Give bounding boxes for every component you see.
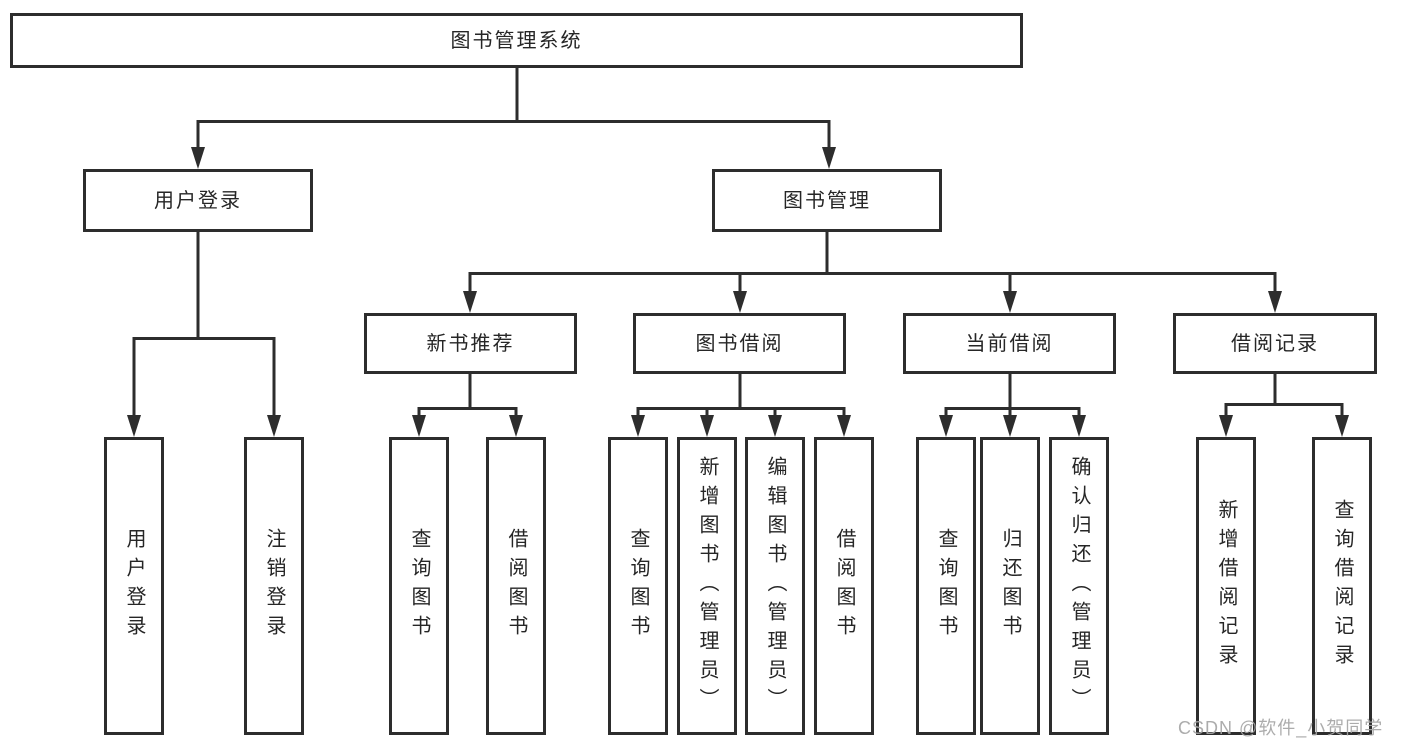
leaf-current-return-book: 归还图书 bbox=[980, 437, 1040, 735]
leaf-recommend-query-book-label: 查询图书 bbox=[408, 528, 430, 644]
connector-borrow-record-children bbox=[1224, 374, 1344, 428]
leaf-logout: 注销登录 bbox=[244, 437, 304, 735]
connector-user-login-children bbox=[132, 232, 276, 428]
leaf-borrow-query-book-label: 查询图书 bbox=[627, 528, 649, 644]
node-root-label: 图书管理系统 bbox=[450, 29, 583, 52]
leaf-borrow-edit-book-admin-label: 编辑图书（管理员） bbox=[764, 455, 786, 717]
node-root-system: 图书管理系统 bbox=[10, 13, 1023, 68]
arrowhead-rec-query bbox=[412, 415, 426, 437]
leaf-user-login: 用户登录 bbox=[104, 437, 164, 735]
leaf-borrow-edit-book-admin: 编辑图书（管理员） bbox=[745, 437, 805, 735]
connector-new-book-recommend-children bbox=[417, 374, 518, 428]
arrowhead-bb-add bbox=[700, 415, 714, 437]
connector-book-borrow-children bbox=[636, 374, 846, 428]
arrowhead-cb-query bbox=[939, 415, 953, 437]
leaf-logout-label: 注销登录 bbox=[263, 528, 285, 644]
arrowhead-bb-edit bbox=[768, 415, 782, 437]
arrowhead-current-borrow bbox=[1003, 291, 1017, 313]
leaf-borrow-add-book-admin-label: 新增图书（管理员） bbox=[696, 455, 718, 717]
leaf-recommend-borrow-book-label: 借阅图书 bbox=[505, 528, 527, 644]
node-current-borrow: 当前借阅 bbox=[903, 313, 1116, 374]
leaf-recommend-query-book: 查询图书 bbox=[389, 437, 449, 735]
leaf-record-add: 新增借阅记录 bbox=[1196, 437, 1256, 735]
arrowhead-book-management bbox=[822, 147, 836, 169]
csdn-watermark: CSDN @软件_小贺同学 bbox=[1178, 718, 1384, 738]
leaf-borrow-query-book: 查询图书 bbox=[608, 437, 668, 735]
node-borrow-record-label: 借阅记录 bbox=[1231, 332, 1319, 355]
leaf-current-confirm-return-admin: 确认归还（管理员） bbox=[1049, 437, 1109, 735]
leaf-borrow-add-book-admin: 新增图书（管理员） bbox=[677, 437, 737, 735]
leaf-record-query-label: 查询借阅记录 bbox=[1331, 499, 1353, 673]
node-book-borrow-label: 图书借阅 bbox=[695, 332, 784, 355]
arrowhead-br-add bbox=[1219, 415, 1233, 437]
node-new-book-recommend: 新书推荐 bbox=[364, 313, 577, 374]
connector-root-to-level2 bbox=[196, 68, 831, 160]
node-book-management: 图书管理 bbox=[712, 169, 942, 232]
arrowhead-book-borrow bbox=[733, 291, 747, 313]
node-new-book-recommend-label: 新书推荐 bbox=[426, 332, 515, 355]
arrowhead-bb-borrow bbox=[837, 415, 851, 437]
leaf-recommend-borrow-book: 借阅图书 bbox=[486, 437, 546, 735]
arrowhead-cb-confirm bbox=[1072, 415, 1086, 437]
node-current-borrow-label: 当前借阅 bbox=[965, 332, 1054, 355]
arrowhead-new-book-recommend bbox=[463, 291, 477, 313]
arrowhead-borrow-record bbox=[1268, 291, 1282, 313]
arrowhead-leaf-logout bbox=[267, 415, 281, 437]
arrowhead-rec-borrow bbox=[509, 415, 523, 437]
leaf-borrow-borrow-book-label: 借阅图书 bbox=[833, 528, 855, 644]
leaf-current-query-book: 查询图书 bbox=[916, 437, 976, 735]
leaf-record-query: 查询借阅记录 bbox=[1312, 437, 1372, 735]
arrowhead-cb-return bbox=[1003, 415, 1017, 437]
leaf-borrow-borrow-book: 借阅图书 bbox=[814, 437, 874, 735]
connector-book-management-children bbox=[468, 232, 1277, 305]
node-borrow-record: 借阅记录 bbox=[1173, 313, 1377, 374]
leaf-current-query-book-label: 查询图书 bbox=[935, 528, 957, 644]
leaf-record-add-label: 新增借阅记录 bbox=[1215, 499, 1237, 673]
leaf-current-return-book-label: 归还图书 bbox=[999, 528, 1021, 644]
node-user-login-label: 用户登录 bbox=[154, 189, 242, 212]
node-book-management-label: 图书管理 bbox=[783, 189, 871, 212]
arrowhead-leaf-user-login bbox=[127, 415, 141, 437]
arrowhead-bb-query bbox=[631, 415, 645, 437]
leaf-current-confirm-return-admin-label: 确认归还（管理员） bbox=[1068, 455, 1090, 717]
node-user-login: 用户登录 bbox=[83, 169, 313, 232]
node-book-borrow: 图书借阅 bbox=[633, 313, 846, 374]
arrowhead-user-login bbox=[191, 147, 205, 169]
leaf-user-login-label: 用户登录 bbox=[123, 528, 145, 644]
arrowhead-br-query bbox=[1335, 415, 1349, 437]
